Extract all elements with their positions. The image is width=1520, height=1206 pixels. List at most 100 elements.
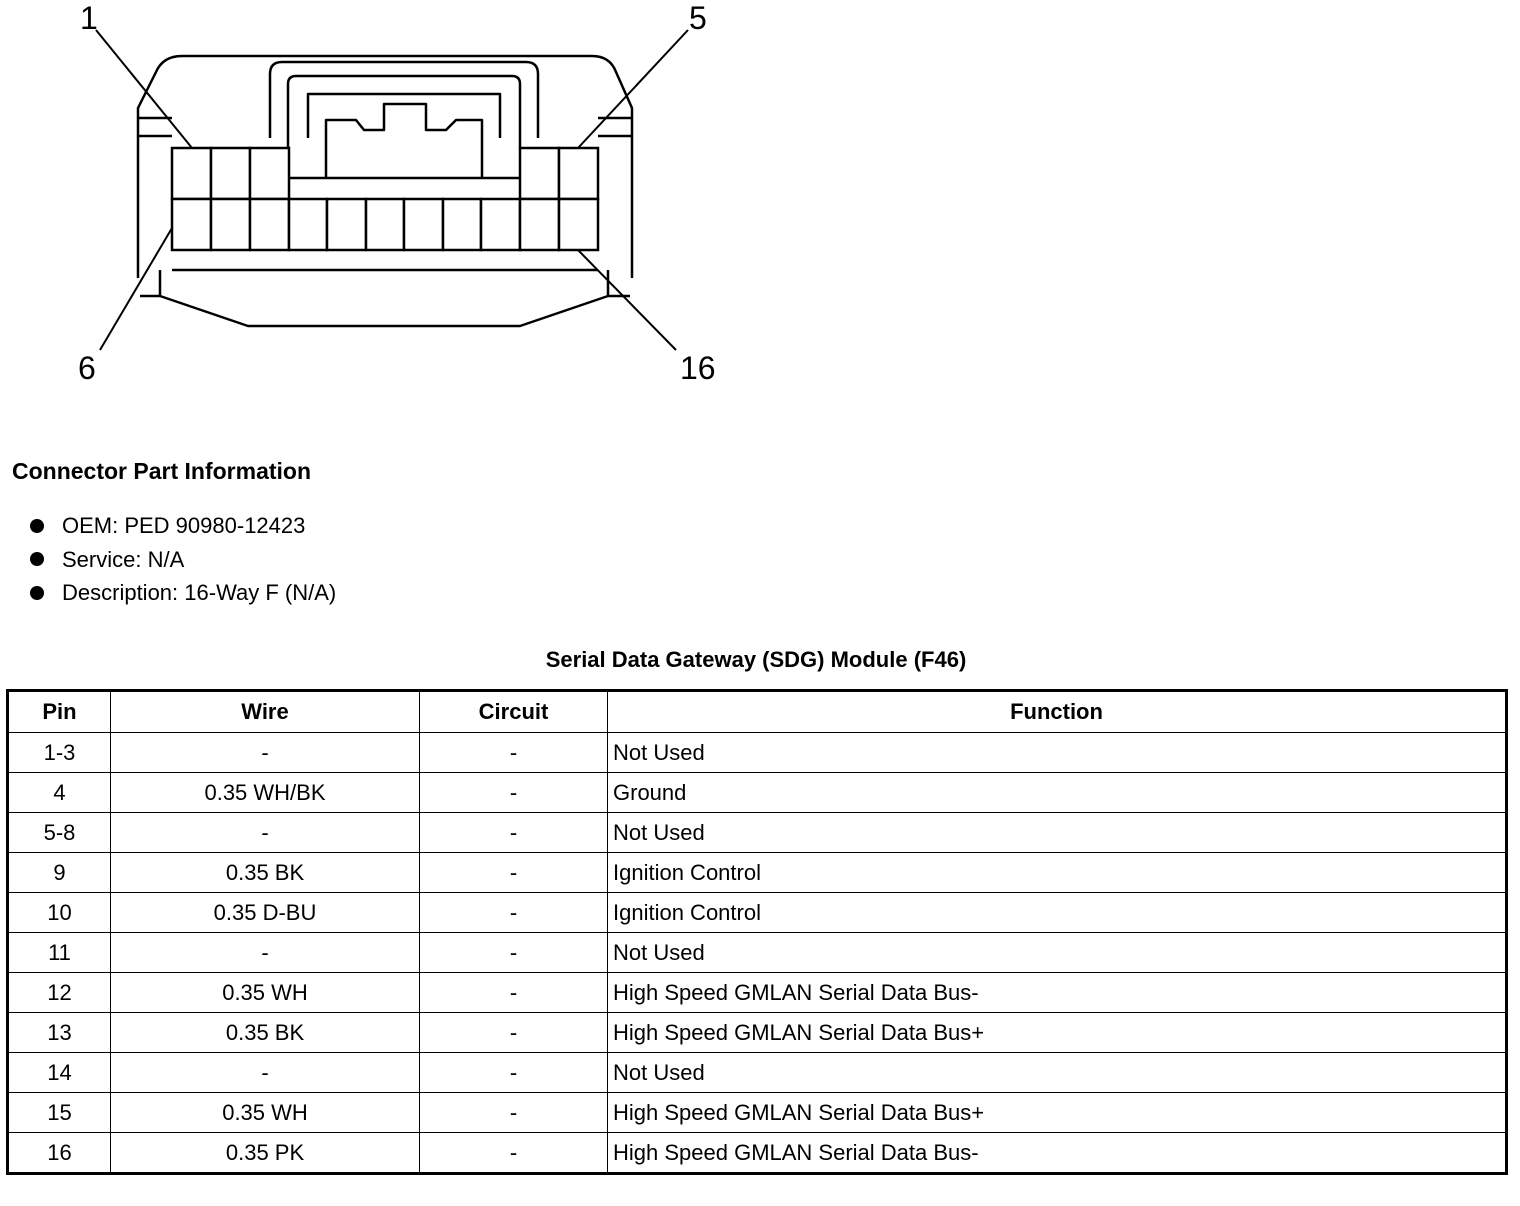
cell-circuit: - (419, 972, 608, 1013)
pin-cavity-10 (325, 197, 368, 252)
connector-lock-tab (324, 102, 484, 178)
cell-circuit: - (419, 932, 608, 973)
table-header-row: Pin Wire Circuit Function (7, 690, 1507, 733)
cell-wire: 0.35 PK (110, 1132, 420, 1174)
table-row: 11--Not Used (7, 932, 1507, 973)
cell-pin: 16 (7, 1132, 111, 1174)
pin-cavity-9 (287, 197, 329, 252)
connector-side-ledge-left (138, 116, 172, 138)
pin-callout-16: 16 (680, 350, 716, 386)
table-row: 5-8--Not Used (7, 812, 1507, 853)
cell-wire: - (110, 732, 420, 773)
bullet-icon (30, 585, 44, 600)
cell-wire: 0.35 D-BU (110, 892, 420, 933)
cell-function: Ignition Control (607, 852, 1507, 893)
cell-circuit: - (419, 1052, 608, 1093)
bullet-icon (30, 518, 44, 533)
leader-line-pin-16 (577, 249, 677, 351)
cell-wire: - (110, 1052, 420, 1093)
pin-cavity-1 (170, 146, 213, 201)
cell-pin: 15 (7, 1092, 111, 1133)
connector-base (158, 270, 610, 328)
table-title: Serial Data Gateway (SDG) Module (F46) (545, 647, 967, 672)
cell-pin: 9 (7, 852, 111, 893)
cell-function: High Speed GMLAN Serial Data Bus+ (607, 1012, 1507, 1053)
cell-pin: 11 (7, 932, 111, 973)
connector-latch-outer (268, 60, 540, 138)
connector-diagram (95, 29, 689, 351)
pin-callout-1: 1 (80, 0, 98, 36)
header-circuit: Circuit (419, 690, 608, 733)
header-pin: Pin (7, 690, 111, 733)
cell-wire: 0.35 WH (110, 1092, 420, 1133)
connector-description: Description: 16-Way F (N/A) (62, 580, 337, 605)
pin-cavity-2 (209, 146, 252, 201)
pin-callout-5: 5 (689, 0, 707, 36)
cell-pin: 1-3 (7, 732, 111, 773)
cell-circuit: - (419, 1012, 608, 1053)
pin-cavity-13 (441, 197, 483, 252)
pin-cavity-4 (518, 146, 561, 201)
cell-function: Not Used (607, 732, 1507, 773)
cell-function: High Speed GMLAN Serial Data Bus+ (607, 1092, 1507, 1133)
connector-latch-inner (286, 74, 522, 148)
header-function: Function (607, 690, 1507, 733)
pin-cavity-3 (248, 146, 291, 201)
cell-function: Not Used (607, 1052, 1507, 1093)
list-item: OEM: PED 90980-12423 (30, 509, 336, 543)
leader-line-pin-5 (577, 29, 689, 149)
cell-function: Not Used (607, 932, 1507, 973)
pin-cavity-14 (479, 197, 522, 252)
cell-function: High Speed GMLAN Serial Data Bus- (607, 1132, 1507, 1174)
leader-line-pin-1 (95, 29, 193, 149)
cell-function: Ignition Control (607, 892, 1507, 933)
cell-function: Ground (607, 772, 1507, 813)
cell-circuit: - (419, 772, 608, 813)
pin-cavity-11 (364, 197, 406, 252)
oem-part-number: OEM: PED 90980-12423 (62, 513, 306, 538)
cell-circuit: - (419, 892, 608, 933)
list-item: Description: 16-Way F (N/A) (30, 576, 336, 610)
cell-circuit: - (419, 852, 608, 893)
list-item: Service: N/A (30, 543, 336, 577)
cell-circuit: - (419, 1092, 608, 1133)
cell-wire: 0.35 BK (110, 1012, 420, 1053)
cell-circuit: - (419, 812, 608, 853)
cell-function: High Speed GMLAN Serial Data Bus- (607, 972, 1507, 1013)
pin-cavity-5 (557, 146, 600, 201)
pin-cavity-6 (170, 197, 213, 252)
table-row: 14--Not Used (7, 1052, 1507, 1093)
service-part-number: Service: N/A (62, 546, 185, 572)
leader-line-pin-6 (99, 227, 173, 351)
pin-cavity-7 (209, 197, 252, 252)
table-row: 1-3--Not Used (7, 732, 1507, 773)
connector-lock-frame (306, 92, 502, 138)
cell-circuit: - (419, 1132, 608, 1174)
pin-callout-6: 6 (78, 350, 96, 386)
header-wire: Wire (110, 690, 420, 733)
connector-part-info-heading: Connector Part Information (12, 458, 312, 484)
cell-pin: 10 (7, 892, 111, 933)
pin-cavity-8 (248, 197, 291, 252)
pin-cavity-16 (557, 197, 600, 252)
cell-wire: 0.35 BK (110, 852, 420, 893)
cell-pin: 14 (7, 1052, 111, 1093)
cell-wire: 0.35 WH (110, 972, 420, 1013)
cell-function: Not Used (607, 812, 1507, 853)
pin-cavity-12 (402, 197, 445, 252)
bullet-icon (30, 552, 44, 567)
cell-wire: - (110, 932, 420, 973)
cell-pin: 4 (7, 772, 111, 813)
connector-part-info-list: OEM: PED 90980-12423 Service: N/A Descri… (30, 509, 336, 610)
cell-pin: 5-8 (7, 812, 111, 853)
pin-cavity-15 (518, 197, 561, 252)
cell-wire: - (110, 812, 420, 853)
